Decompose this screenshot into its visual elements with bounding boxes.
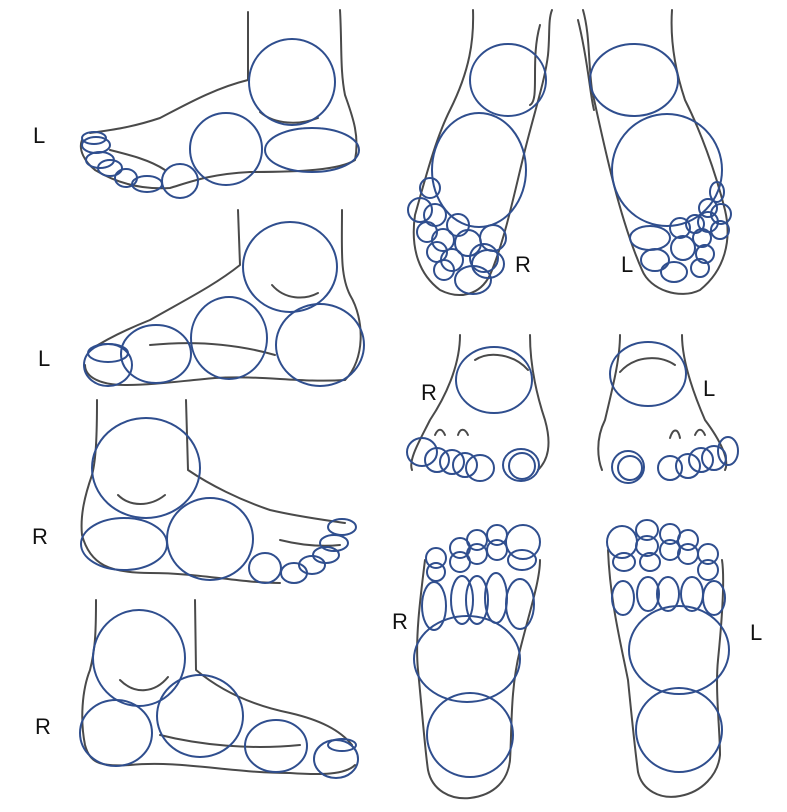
foot-top-view-pair: R L <box>380 0 787 310</box>
foot-outline <box>416 549 725 800</box>
shape-circles <box>79 609 359 779</box>
foot-side-view-2: L <box>0 205 380 395</box>
foot-outline <box>80 399 346 584</box>
foot-side-view-4: R <box>0 595 380 812</box>
shape-circles <box>413 519 730 778</box>
side-label: R <box>35 714 51 739</box>
shape-circles <box>81 38 360 199</box>
side-label: L <box>38 346 51 371</box>
shape-circles <box>407 43 732 295</box>
side-label: R <box>515 252 531 277</box>
side-label: R <box>421 380 437 405</box>
side-label: L <box>621 252 634 277</box>
foot-front-view-pair: R L <box>380 310 787 510</box>
side-label: L <box>750 620 763 645</box>
foot-side-view-1: L <box>0 0 380 205</box>
foot-sole-view-pair: R L <box>380 510 787 812</box>
foot-outline <box>84 209 362 386</box>
shape-circles <box>83 221 365 387</box>
shape-circles <box>406 341 739 484</box>
foot-side-view-3: R <box>0 395 380 595</box>
foot-outline <box>79 9 358 190</box>
shape-circles <box>80 417 357 584</box>
side-label: L <box>33 123 46 148</box>
side-label: L <box>703 376 716 401</box>
side-label: R <box>32 524 48 549</box>
side-label: R <box>392 609 408 634</box>
foot-outline <box>81 599 356 776</box>
